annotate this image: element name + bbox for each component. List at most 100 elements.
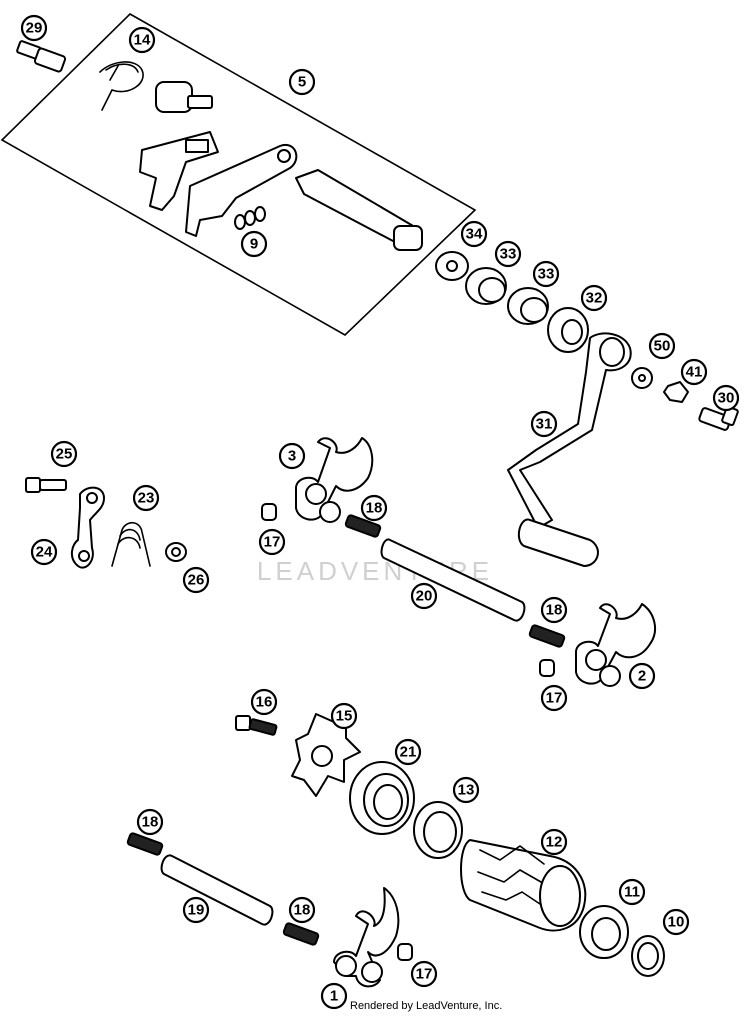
part-26-bushing[interactable] (165, 542, 187, 562)
svg-text:26: 26 (188, 572, 205, 589)
part-5-shift-plate[interactable] (139, 131, 219, 211)
part-29-stud-bolt[interactable] (16, 40, 67, 73)
part-17-guide-pin-b[interactable] (539, 659, 555, 677)
part-50-washer[interactable] (631, 367, 653, 389)
callout-24[interactable]: 24 (30, 538, 58, 566)
part-20-fork-rod[interactable] (380, 538, 526, 622)
callout-17b[interactable]: 17 (540, 684, 568, 712)
part-24-detent-lever[interactable] (71, 486, 105, 569)
callout-18c[interactable]: 18 (136, 808, 164, 836)
svg-text:15: 15 (336, 708, 353, 725)
svg-text:12: 12 (546, 834, 563, 851)
part-19-fork-rod[interactable] (160, 854, 274, 926)
svg-text:20: 20 (416, 588, 433, 605)
part-2-shift-fork[interactable] (575, 603, 657, 687)
callout-18d[interactable]: 18 (288, 896, 316, 924)
callout-25[interactable]: 25 (50, 440, 78, 468)
part-18-spring-d[interactable] (282, 922, 320, 946)
part-23-spring[interactable] (111, 521, 151, 567)
part-34-washer[interactable] (435, 251, 469, 281)
part-17-guide-pin-c[interactable] (397, 943, 413, 961)
callout-23[interactable]: 23 (132, 484, 160, 512)
callout-1[interactable]: 1 (320, 982, 348, 1010)
svg-text:1: 1 (330, 988, 338, 1005)
svg-text:32: 32 (586, 290, 603, 307)
svg-text:18: 18 (142, 814, 159, 831)
callout-9[interactable]: 9 (240, 230, 268, 258)
svg-text:18: 18 (294, 902, 311, 919)
callout-17a[interactable]: 17 (258, 528, 286, 556)
svg-text:50: 50 (654, 338, 671, 355)
svg-text:17: 17 (264, 534, 281, 551)
svg-text:41: 41 (686, 364, 703, 381)
callout-18b[interactable]: 18 (540, 596, 568, 624)
part-5-shift-shaft[interactable] (295, 169, 423, 251)
callout-5[interactable]: 5 (288, 68, 316, 96)
svg-text:23: 23 (138, 490, 155, 507)
svg-text:16: 16 (256, 694, 273, 711)
callout-26[interactable]: 26 (182, 566, 210, 594)
part-18-spring-c[interactable] (126, 832, 164, 856)
callout-30[interactable]: 30 (712, 384, 740, 412)
callout-15[interactable]: 15 (330, 702, 358, 730)
callout-13[interactable]: 13 (452, 776, 480, 804)
callout-3[interactable]: 3 (278, 442, 306, 470)
part-3-shift-fork[interactable] (295, 437, 374, 523)
callout-33b[interactable]: 33 (532, 260, 560, 288)
svg-text:31: 31 (536, 416, 553, 433)
callout-10[interactable]: 10 (662, 908, 690, 936)
callout-14[interactable]: 14 (128, 26, 156, 54)
part-41-nut[interactable] (663, 381, 689, 403)
callout-16[interactable]: 16 (250, 688, 278, 716)
part-31-shift-lever[interactable] (507, 332, 632, 567)
part-32-seal-ring[interactable] (547, 307, 589, 353)
callout-33a[interactable]: 33 (494, 240, 522, 268)
svg-text:14: 14 (134, 32, 151, 49)
svg-text:25: 25 (56, 446, 73, 463)
part-9-washers[interactable] (234, 206, 266, 230)
callout-12[interactable]: 12 (540, 828, 568, 856)
svg-text:21: 21 (400, 744, 417, 761)
part-10-washer[interactable] (631, 935, 665, 977)
callout-17c[interactable]: 17 (410, 960, 438, 988)
part-11-needle-bearing[interactable] (579, 905, 629, 959)
callout-41[interactable]: 41 (680, 358, 708, 386)
svg-text:13: 13 (458, 782, 475, 799)
part-25-bolt[interactable] (25, 477, 67, 493)
footer-credit: Rendered by LeadVenture, Inc. (350, 1000, 503, 1012)
assembly-5-frame (0, 13, 477, 336)
callout-32[interactable]: 32 (580, 284, 608, 312)
part-5-roller-bolt[interactable] (155, 81, 213, 113)
part-13-thrust-washer[interactable] (413, 801, 463, 859)
part-1-shift-fork[interactable] (333, 887, 400, 988)
part-17-guide-pin-a[interactable] (261, 503, 277, 521)
callout-2[interactable]: 2 (628, 662, 656, 690)
svg-text:2: 2 (638, 668, 646, 685)
callout-19[interactable]: 19 (182, 896, 210, 924)
callout-29[interactable]: 29 (20, 14, 48, 42)
callout-11[interactable]: 11 (618, 878, 646, 906)
callout-31[interactable]: 31 (530, 410, 558, 438)
part-18-spring-a[interactable] (344, 514, 382, 538)
part-18-spring-b[interactable] (528, 624, 566, 648)
part-16-bolt[interactable] (235, 715, 278, 736)
svg-text:18: 18 (366, 500, 383, 517)
part-30-bolt[interactable] (698, 405, 739, 431)
callout-50[interactable]: 50 (648, 332, 676, 360)
part-33-needle-bearing-a[interactable] (465, 267, 507, 305)
part-33-needle-bearing-b[interactable] (507, 287, 549, 325)
callout-18a[interactable]: 18 (360, 494, 388, 522)
part-5-shift-lever[interactable] (185, 143, 298, 237)
svg-text:19: 19 (188, 902, 205, 919)
part-14-spring[interactable] (99, 61, 144, 111)
callout-20[interactable]: 20 (410, 582, 438, 610)
part-12-shift-drum[interactable] (460, 839, 587, 932)
callout-21[interactable]: 21 (394, 738, 422, 766)
svg-text:24: 24 (36, 544, 53, 561)
part-15-shift-star[interactable] (291, 711, 361, 797)
svg-text:29: 29 (26, 20, 43, 37)
svg-text:17: 17 (546, 690, 563, 707)
callout-34[interactable]: 34 (460, 220, 488, 248)
part-21-ball-bearing[interactable] (349, 761, 415, 835)
